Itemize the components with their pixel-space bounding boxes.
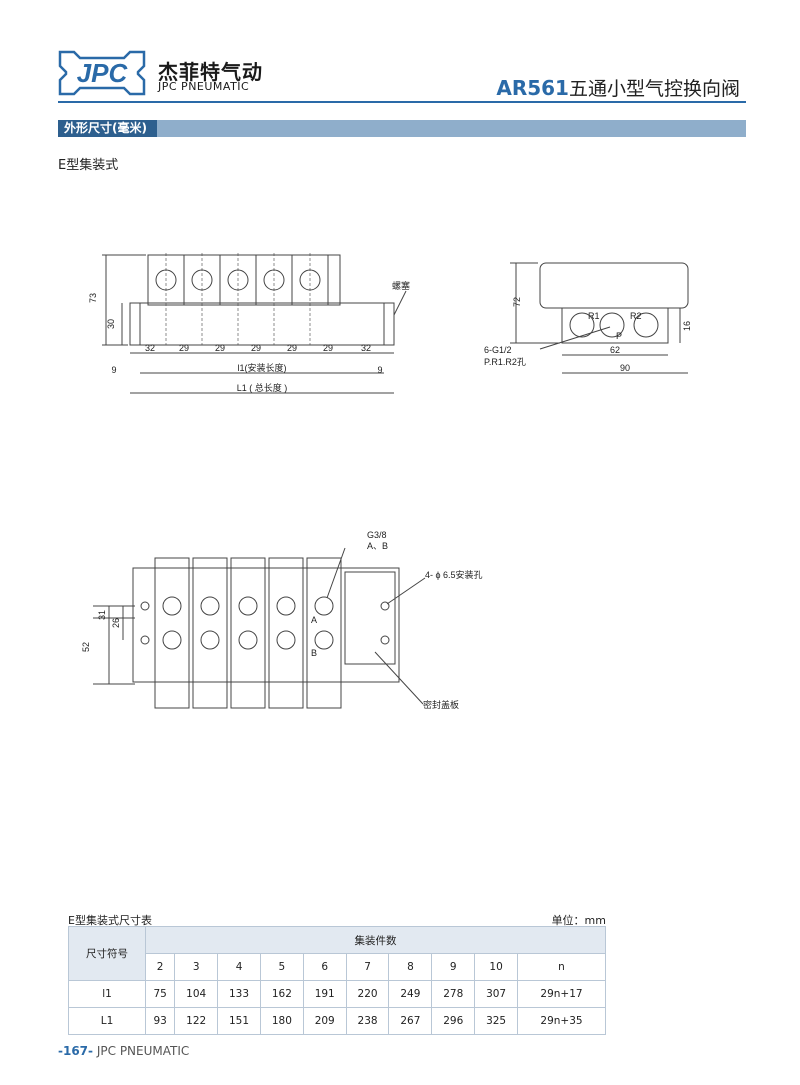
- dim-72: 72: [512, 297, 522, 307]
- dim-62: 62: [610, 345, 620, 355]
- count-cell: 3: [174, 953, 219, 981]
- dim-26: 26: [111, 618, 121, 628]
- pitch-1: 32: [145, 343, 155, 353]
- dim-9-left: 9: [111, 365, 116, 375]
- port-a: A: [311, 615, 317, 625]
- ports-label: P.R1.R2孔: [484, 357, 526, 367]
- brand-name-cn: 杰菲特气动: [158, 60, 263, 84]
- section-title: 外形尺寸(毫米): [58, 120, 157, 137]
- page-number: -167-: [58, 1044, 94, 1058]
- dim-30: 30: [106, 319, 116, 329]
- table-cell: 296: [431, 1007, 476, 1035]
- dim-90: 90: [620, 363, 630, 373]
- table-cell: 29n+17: [517, 980, 606, 1008]
- thread-label: G3/8: [367, 530, 387, 540]
- table-cell: 122: [174, 1007, 219, 1035]
- pitch-7: 32: [361, 343, 371, 353]
- dim-31: 31: [97, 610, 107, 620]
- count-row: 2 3 4 5 6 7 8 9 10 n: [69, 953, 606, 981]
- dim-73: 73: [88, 293, 98, 303]
- front-view-drawing: 73 30 螺塞 32 29 29 29 29 29 32 9 9 l1(安装长…: [88, 253, 410, 394]
- pitch-3: 29: [215, 343, 225, 353]
- table-cell: 180: [259, 1007, 304, 1035]
- side-view-drawing: 72 R1 R2 P 16 6-G1/2 P.R1.R2孔 62 90: [484, 262, 692, 374]
- section-bar: [58, 120, 746, 137]
- count-cell: 9: [431, 953, 476, 981]
- table-row: l1 75 104 133 162 191 220 249 278 307 29…: [68, 980, 606, 1008]
- count-cell: n: [517, 953, 606, 981]
- l1-label: l1(安装长度): [238, 362, 287, 373]
- table-cell: 307: [474, 980, 519, 1008]
- dim-16: 16: [682, 321, 692, 331]
- count-cell: 2: [144, 953, 176, 981]
- symbol-header: 尺寸符号: [68, 926, 146, 981]
- pitch-6: 29: [323, 343, 333, 353]
- cover-label: 密封盖板: [423, 699, 459, 710]
- port-r1: R1: [588, 311, 600, 321]
- page-footer: -167- JPC PNEUMATIC: [58, 1044, 189, 1058]
- hole-label: 4- ϕ 6.5安装孔: [425, 569, 483, 580]
- count-cell: 6: [302, 953, 347, 981]
- ports-label: A、B: [367, 541, 388, 551]
- table-cell: 29n+35: [517, 1007, 606, 1035]
- jpc-logo: JPC: [58, 50, 146, 96]
- count-cell: 4: [217, 953, 261, 981]
- row-symbol: l1: [68, 980, 146, 1008]
- table-cell: 278: [431, 980, 476, 1008]
- table-unit: 单位：mm: [551, 914, 606, 927]
- table-cell: 220: [345, 980, 390, 1008]
- logo-text: JPC: [77, 58, 129, 88]
- page-title: AR561五通小型气控换向阀: [496, 74, 740, 101]
- table-cell: 93: [144, 1007, 176, 1035]
- table-cell: 325: [474, 1007, 519, 1035]
- table-cell: 133: [217, 980, 261, 1008]
- model-number: AR561: [496, 76, 569, 100]
- port-r2: R2: [630, 311, 642, 321]
- table-caption: E型集装式尺寸表: [68, 914, 152, 927]
- port-b: B: [311, 648, 317, 658]
- subtitle: E型集装式: [58, 158, 119, 173]
- table-cell: 238: [345, 1007, 390, 1035]
- dimension-table: 尺寸符号 集装件数 2 3 4 5 6 7 8 9 10 n l1 75 104…: [68, 926, 606, 1035]
- table-cell: 151: [217, 1007, 261, 1035]
- count-cell: 8: [388, 953, 433, 981]
- table-cell: 75: [144, 980, 176, 1008]
- pitch-5: 29: [287, 343, 297, 353]
- pitch-4: 29: [251, 343, 261, 353]
- table-cell: 162: [259, 980, 304, 1008]
- table-cell: 249: [388, 980, 433, 1008]
- L1-label: L1 ( 总长度 ): [237, 382, 288, 393]
- brand-name-en: JPC PNEUMATIC: [158, 80, 250, 93]
- dim-52: 52: [81, 642, 91, 652]
- count-cell: 5: [259, 953, 304, 981]
- pitch-2: 29: [179, 343, 189, 353]
- table-row: L1 93 122 151 180 209 238 267 296 325 29…: [68, 1007, 606, 1035]
- table-cell: 191: [302, 980, 347, 1008]
- table-cell: 104: [174, 980, 219, 1008]
- count-cell: 7: [345, 953, 390, 981]
- header-divider: [58, 101, 746, 103]
- top-view-drawing: G3/8 A、B 4- ϕ 6.5安装孔 A B 31 26 52 密封盖板: [81, 530, 483, 710]
- table-cell: 267: [388, 1007, 433, 1035]
- group-header: 集装件数: [145, 926, 606, 954]
- row-symbol: L1: [68, 1007, 146, 1035]
- thread-label: 6-G1/2: [484, 345, 512, 355]
- table-cell: 209: [302, 1007, 347, 1035]
- footer-brand: JPC PNEUMATIC: [96, 1044, 190, 1058]
- plug-label: 螺塞: [392, 280, 410, 291]
- count-cell: 10: [474, 953, 519, 981]
- port-p: P: [616, 331, 622, 341]
- dim-9-right: 9: [377, 365, 382, 375]
- product-name: 五通小型气控换向阀: [568, 78, 740, 100]
